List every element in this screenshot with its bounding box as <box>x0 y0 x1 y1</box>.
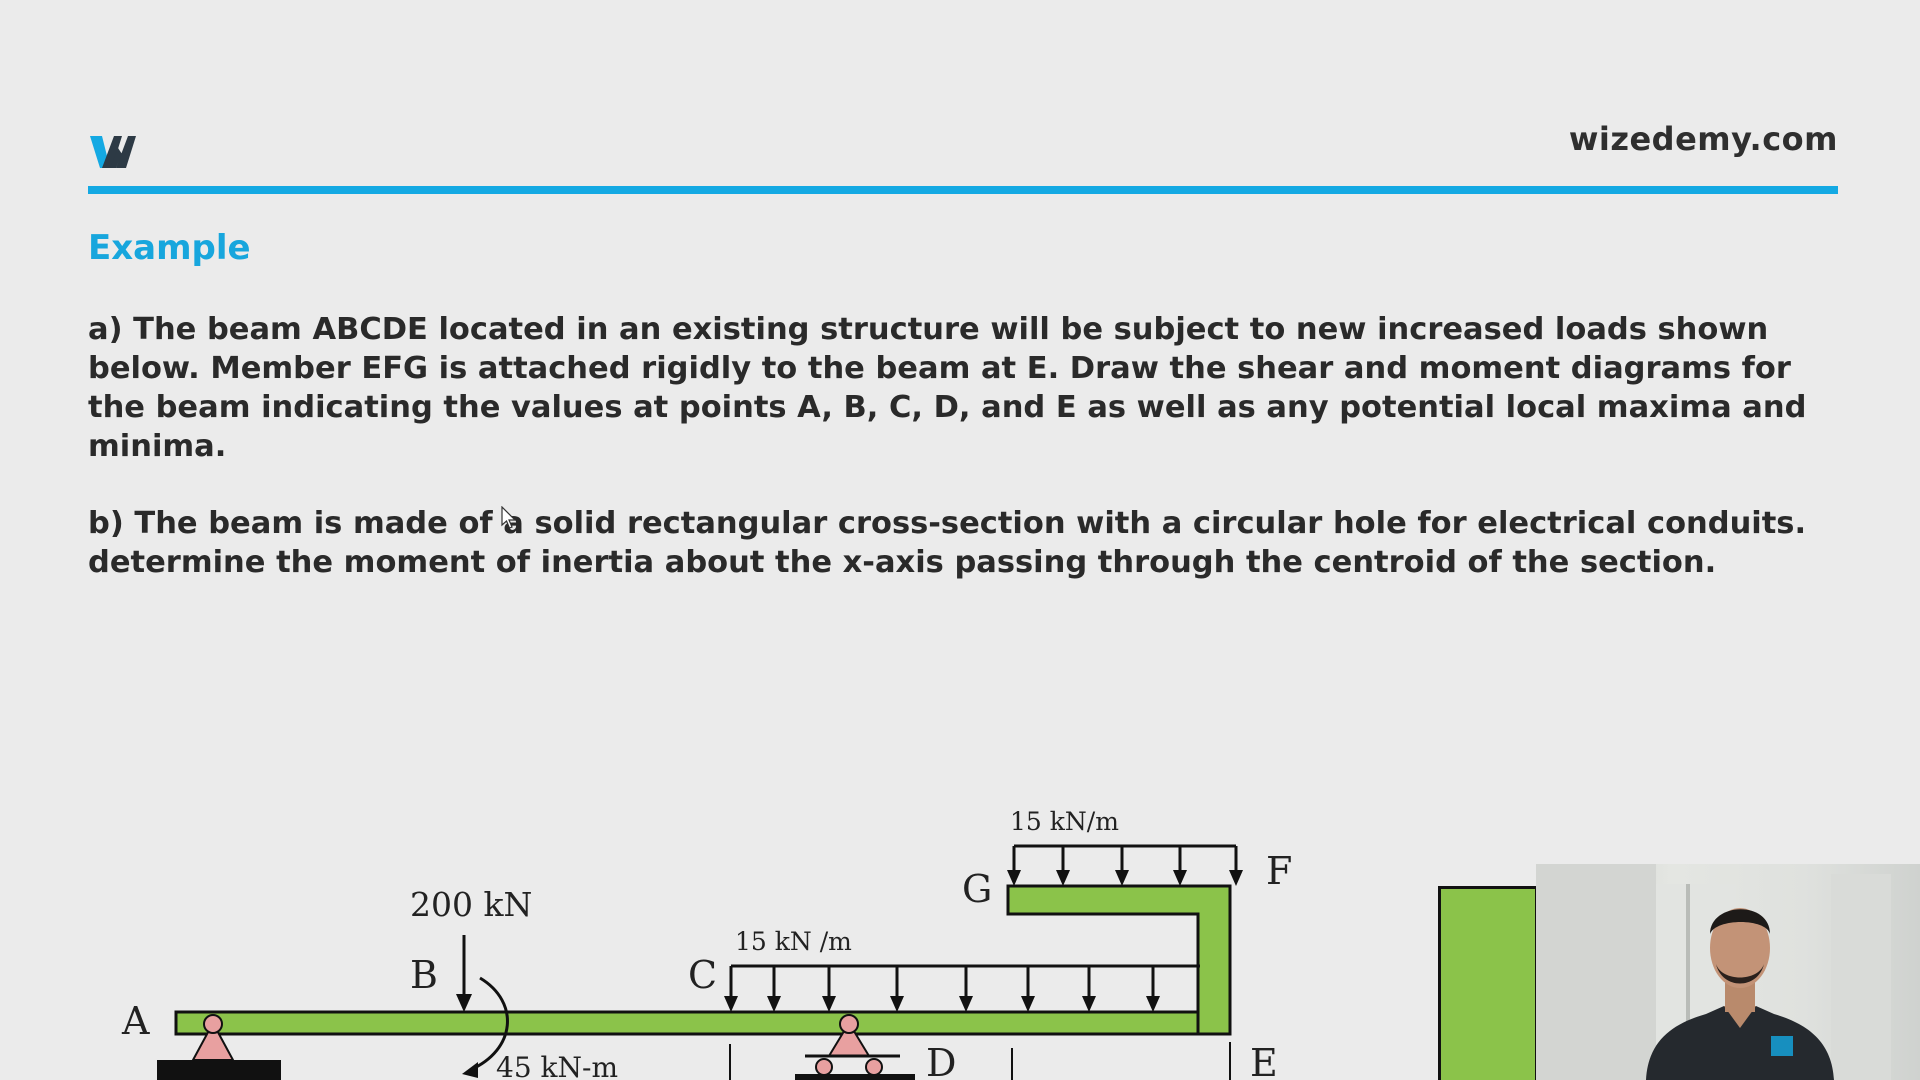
distributed-load-beam-icon <box>724 964 1200 1012</box>
wizedemy-logo-icon <box>90 136 136 168</box>
cross-section-preview <box>1438 886 1538 1080</box>
presenter-silhouette <box>1536 864 1891 1080</box>
presenter-video <box>1536 864 1920 1080</box>
label-c: C <box>688 953 717 997</box>
distributed-load-member-icon <box>1007 844 1243 886</box>
label-b: B <box>410 953 438 997</box>
section-title: Example <box>88 228 251 268</box>
moment-arrow-icon <box>462 976 509 1078</box>
distributed-load-member-label: 15 kN/m <box>1010 807 1119 836</box>
distributed-load-beam-label: 15 kN /m <box>735 927 852 956</box>
header-divider <box>88 186 1838 194</box>
site-url[interactable]: wizedemy.com <box>1568 120 1838 158</box>
mouse-cursor-icon <box>501 506 517 529</box>
support-a-icon <box>157 1014 281 1080</box>
label-e: E <box>1250 1041 1278 1080</box>
point-load-label: 200 kN <box>410 885 532 924</box>
moment-label: 45 kN-m <box>496 1051 618 1080</box>
label-d: D <box>926 1041 956 1080</box>
label-a: A <box>121 999 150 1043</box>
problem-part-a: a) The beam ABCDE located in an existing… <box>88 312 1807 464</box>
beam-diagram: A B C D E F G 200 kN 45 kN-m 15 kN /m 15… <box>121 807 1292 1080</box>
support-d-icon <box>795 1014 915 1080</box>
label-g: G <box>962 867 992 911</box>
point-load-arrow-icon <box>456 935 472 1012</box>
member-efg-shape <box>1006 884 1232 1036</box>
problem-part-b: b) The beam is made of a solid rectangul… <box>88 506 1807 580</box>
beam-abcde <box>174 1010 1232 1036</box>
label-f: F <box>1266 849 1292 893</box>
